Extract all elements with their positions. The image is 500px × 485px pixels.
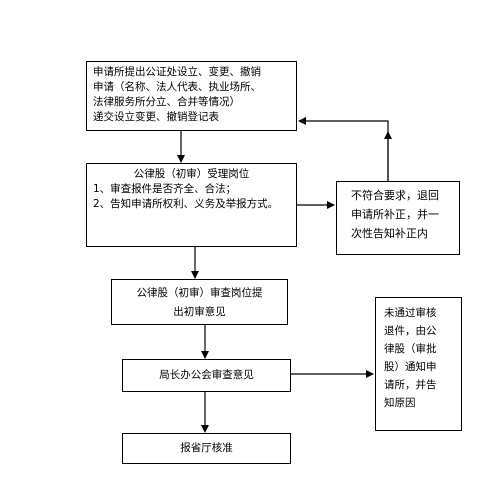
step1-line: 法律服务所分立、合并等情况）: [93, 96, 240, 108]
step1-application-box: 申请所提出公证处设立、变更、撤销 申请（名称、法人代表、执业场所、 法律服务所分…: [86, 61, 297, 131]
reject-line: 申请所补正，并一: [351, 208, 439, 221]
reject-line: 次性告知补正内: [351, 227, 428, 240]
step4-text: 局长办公会审查意见: [159, 369, 254, 381]
step5-provincial-approval-box: 报省厅核准: [122, 433, 291, 464]
step4-director-meeting-box: 局长办公会审查意见: [122, 359, 291, 392]
reject-line: 不符合要求，退回: [351, 189, 439, 202]
step2-title: 公律股（初审）受理岗位: [133, 168, 250, 180]
reject-correction-box: 不符合要求，退回 申请所补正，并一 次性告知补正内: [336, 181, 460, 255]
arrow-reject-back-to-step1: [298, 117, 389, 181]
fail-line: 律股（审批: [384, 343, 437, 355]
step2-item2: 2、告知申请所权利、义务及举报方式。: [93, 198, 279, 210]
step1-line: 递交设立变更、撤销登记表: [93, 111, 219, 123]
fail-line: 未通过审核: [384, 307, 437, 319]
step2-acceptance-box: 公律股（初审）受理岗位 1、审查报件是否齐全、合法； 2、告知申请所权利、义务及…: [86, 163, 297, 247]
fail-line: 退件，由公: [384, 325, 437, 337]
fail-line: 知原因: [384, 397, 416, 409]
step1-line: 申请所提出公证处设立、变更、撤销: [93, 66, 261, 78]
fail-notice-box: 未通过审核 退件，由公 律股（审批 股）通知申 请所，并告 知原因: [375, 297, 462, 431]
step2-item1: 1、审查报件是否齐全、合法；: [93, 183, 237, 195]
fail-line: 股）通知申: [384, 361, 437, 373]
step3-preliminary-review-box: 公律股（初审）审查岗位提 出初审意见: [111, 279, 288, 325]
fail-line: 请所，并告: [384, 379, 437, 391]
step3-line: 公律股（初审）审查岗位提: [136, 287, 263, 299]
step1-line: 申请（名称、法人代表、执业场所、: [93, 81, 261, 93]
step3-line: 出初审意见: [173, 306, 226, 318]
step5-text: 报省厅核准: [180, 442, 233, 454]
